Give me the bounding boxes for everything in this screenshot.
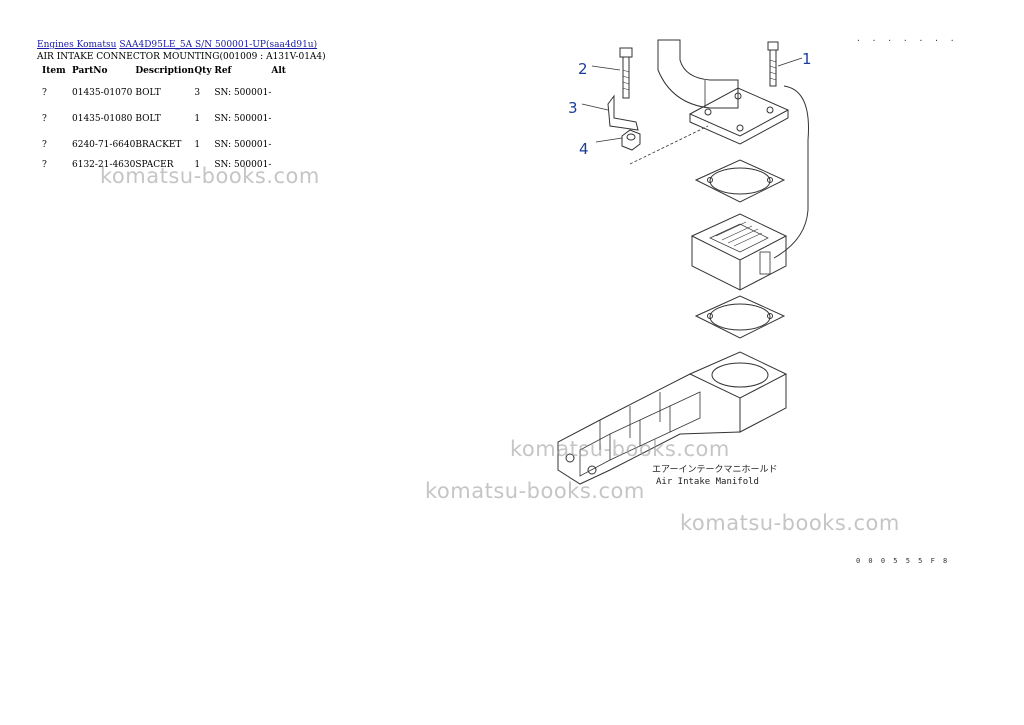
- cell-alt: [271, 140, 311, 160]
- breadcrumb-link-engines[interactable]: Engines Komatsu: [37, 40, 117, 50]
- parts-diagram: 2 3 4 1 エアーインテークマニホールド Air Intake Manifo…: [557, 39, 812, 487]
- header-alt: Alt: [271, 66, 286, 76]
- cell-description: SPACER: [135, 160, 174, 170]
- cell-ref: SN: 500001-: [214, 140, 272, 150]
- callout-2: 2: [578, 60, 588, 78]
- cell-qty: 3: [194, 88, 201, 98]
- watermark: komatsu-books.com: [100, 164, 320, 188]
- header-partno: PartNo: [72, 66, 108, 76]
- gasket-lower: [694, 295, 786, 339]
- cell-partno: 6240-71-6640: [72, 140, 136, 150]
- cell-ref: SN: 500001-: [214, 160, 272, 170]
- bracket-icon: [607, 94, 639, 131]
- breadcrumb-link-model[interactable]: SAA4D95LE_5A S/N 500001-UP(saa4d91u): [119, 40, 318, 50]
- cell-ref: SN: 500001-: [214, 88, 272, 98]
- cell-qty: 1: [194, 114, 201, 124]
- header-item: Item: [42, 66, 66, 76]
- heater-block: [690, 213, 788, 291]
- cell-item: ?: [42, 114, 47, 124]
- bolt-icon: [767, 41, 779, 87]
- watermark: komatsu-books.com: [510, 437, 730, 461]
- cell-qty: 1: [194, 160, 201, 170]
- manifold-label-jp: エアーインテークマニホールド: [652, 464, 777, 475]
- watermark: komatsu-books.com: [680, 511, 900, 535]
- callout-4: 4: [579, 140, 589, 158]
- callout-3: 3: [568, 99, 578, 117]
- header-qty: Qty: [194, 66, 212, 76]
- table-header-row: Item PartNo Description Qty Ref Alt: [37, 66, 311, 88]
- intake-manifold: [557, 351, 788, 485]
- cell-partno: 01435-01080: [72, 114, 133, 124]
- watermark: komatsu-books.com: [425, 479, 645, 503]
- gasket-upper: [694, 159, 786, 203]
- cell-alt: [271, 114, 311, 140]
- page-title: AIR INTAKE CONNECTOR MOUNTING(001009 : A…: [37, 52, 326, 62]
- table-row: ? 01435-01080 BOLT 1 SN: 500001-: [37, 114, 311, 140]
- cell-alt: [271, 88, 311, 114]
- cell-item: ?: [42, 88, 47, 98]
- manifold-label-en: Air Intake Manifold: [656, 477, 759, 487]
- cell-partno: 6132-21-4630: [72, 160, 136, 170]
- cell-description: BOLT: [135, 88, 161, 98]
- leader-lines: [581, 57, 803, 165]
- top-right-marks: . . . . . . .: [856, 34, 958, 43]
- cell-ref: SN: 500001-: [214, 114, 272, 124]
- cell-description: BRACKET: [135, 140, 182, 150]
- table-row: ? 01435-01070 BOLT 3 SN: 500001-: [37, 88, 311, 114]
- spacer-icon: [621, 129, 641, 151]
- elbow-pipe: [657, 39, 739, 109]
- cell-description: BOLT: [135, 114, 161, 124]
- cell-item: ?: [42, 140, 47, 150]
- bolt-icon: [619, 47, 633, 99]
- breadcrumb: Engines Komatsu SAA4D95LE_5A S/N 500001-…: [37, 40, 317, 50]
- table-row: ? 6240-71-6640 BRACKET 1 SN: 500001-: [37, 140, 311, 160]
- cell-qty: 1: [194, 140, 201, 150]
- header-ref: Ref: [214, 66, 232, 76]
- callout-1: 1: [802, 50, 812, 68]
- wire-harness: [773, 85, 809, 259]
- header-description: Description: [135, 66, 194, 76]
- parts-table: Item PartNo Description Qty Ref Alt ? 01…: [37, 66, 311, 186]
- cell-item: ?: [42, 160, 47, 170]
- drawing-code: 0 0 0 5 5 5 F 8: [856, 557, 950, 565]
- table-row: ? 6132-21-4630 SPACER 1 SN: 500001-: [37, 160, 311, 186]
- connector-flange: [688, 87, 790, 145]
- cell-partno: 01435-01070: [72, 88, 133, 98]
